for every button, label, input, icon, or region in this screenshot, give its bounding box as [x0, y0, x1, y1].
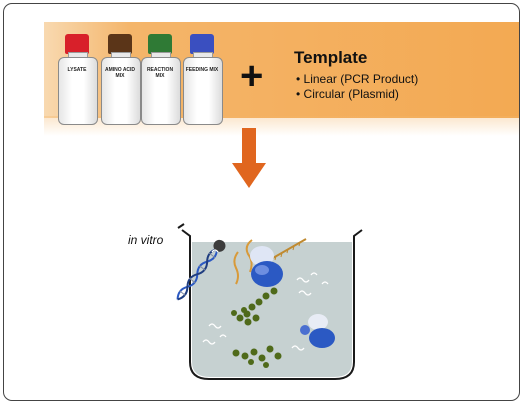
plus-sign: + [240, 54, 264, 98]
diagram-frame: LYSATE AMINO ACID MIX REACTION MIX FEEDI… [3, 3, 520, 401]
bottle-icon [141, 57, 181, 125]
bottle-cap-icon [65, 34, 89, 54]
in-vitro-label: in vitro [128, 233, 164, 247]
template-item-linear: • Linear (PCR Product) [296, 72, 419, 86]
template-item-circular: • Circular (Plasmid) [296, 87, 399, 101]
bottle-icon [101, 57, 141, 125]
bottle-label: AMINO ACID MIX [104, 67, 136, 79]
template-list: • Linear (PCR Product) • Circular (Plasm… [296, 72, 418, 102]
ribosome-icon [250, 246, 335, 348]
bottle-label: LYSATE [67, 67, 87, 73]
down-arrow-icon [232, 128, 266, 188]
bottle-icon [58, 57, 98, 125]
amino-acid-icon [202, 238, 329, 351]
reaction-illustration [176, 128, 363, 380]
protein-chain-icon [231, 287, 282, 368]
beaker-icon [177, 223, 363, 380]
bottle-cap-icon [108, 34, 132, 54]
bottle-icon [183, 57, 223, 125]
bottle-label: REACTION MIX [146, 67, 174, 79]
bottle-cap-icon [148, 34, 172, 54]
bottle-label: FEEDING MIX [185, 67, 219, 73]
template-title: Template [294, 48, 368, 67]
bottle-cap-icon [190, 34, 214, 54]
dna-helix-icon [176, 239, 226, 301]
